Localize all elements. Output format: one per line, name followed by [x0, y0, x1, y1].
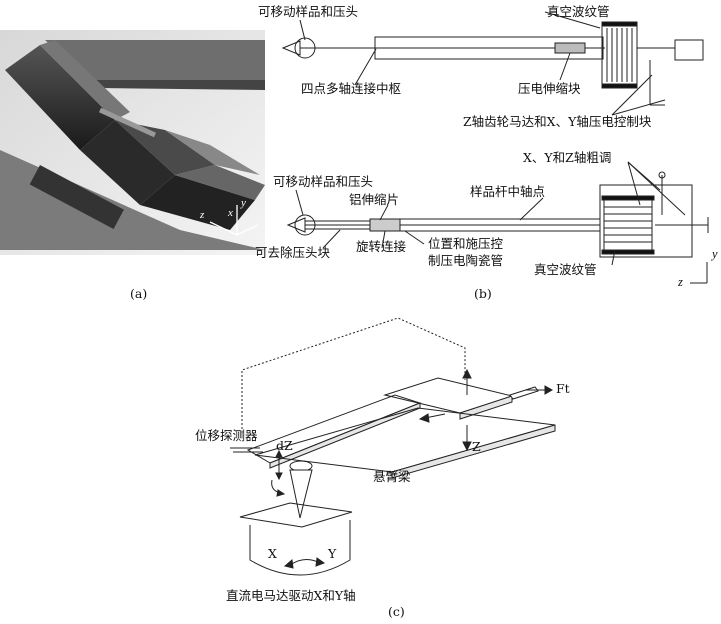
label-vacuum-bellows-bottom: 真空波纹管: [534, 262, 597, 277]
label-vacuum-bellows-top: 真空波纹管: [547, 4, 610, 19]
sample-stage-body: [249, 520, 351, 576]
label-x: X: [268, 546, 277, 561]
instrument-body: [5, 40, 265, 230]
axis-x-label-a: x: [228, 207, 233, 219]
label-dz: dZ: [276, 438, 293, 453]
label-z: Z: [472, 439, 481, 454]
caption-c: (c): [388, 604, 405, 619]
label-cantilever: 悬臂梁: [373, 469, 411, 484]
axis-z-label-a: z: [200, 209, 205, 221]
caption-b: (b): [474, 286, 492, 301]
label-movable-sample-top: 可移动样品和压头: [258, 4, 359, 19]
rod-tube-top: [374, 36, 604, 60]
label-dc-motor: 直流电马达驱动X和Y轴: [226, 588, 356, 603]
bellows-ribs-bottom: [604, 206, 652, 243]
label-movable-sample-bottom: 可移动样品和压头: [273, 174, 374, 189]
base-block-bottom: [599, 184, 693, 258]
indenter-tip: [289, 469, 313, 519]
label-displacement-sensor: 位移探测器: [195, 428, 258, 443]
dotted-frame: [241, 317, 466, 433]
top-plate: [45, 40, 265, 80]
label-aluminum-shrink: 铝伸缩片: [349, 192, 400, 207]
label-position-ceramic-1: 位置和施压控: [428, 236, 504, 251]
label-piezo-block: 压电伸缩块: [518, 81, 581, 96]
ft-rod: [509, 386, 539, 400]
label-xyz-coarse: X、Y和Z轴粗调: [523, 150, 612, 165]
label-z-motor-xy-piezo: Z轴齿轮马达和X、Y轴压电控制块: [463, 114, 652, 129]
bottom-plate: [0, 150, 265, 250]
motor-block-top: [674, 39, 704, 61]
label-position-ceramic-2: 制压电陶瓷管: [428, 253, 504, 268]
label-rotary-joint: 旋转连接: [356, 239, 407, 254]
axis-y-label-a: y: [241, 197, 246, 209]
axis-z-label-b: z: [678, 275, 683, 289]
sample-stage-top: [239, 502, 353, 528]
axis-y-label-b: y: [712, 247, 718, 261]
label-y: Y: [328, 546, 337, 561]
label-sample-rod-center: 样品杆中轴点: [470, 184, 546, 199]
caption-a: (a): [130, 286, 148, 301]
top-plate-shade: [90, 80, 265, 90]
label-ft: Ft: [556, 381, 570, 396]
label-removable-head: 可去除压头块: [255, 245, 331, 260]
cantilever-beam: [246, 394, 422, 464]
label-four-point-hub: 四点多轴连接中枢: [301, 81, 402, 96]
axis-triad: [209, 205, 259, 236]
bellows-ribs-top: [606, 28, 633, 82]
